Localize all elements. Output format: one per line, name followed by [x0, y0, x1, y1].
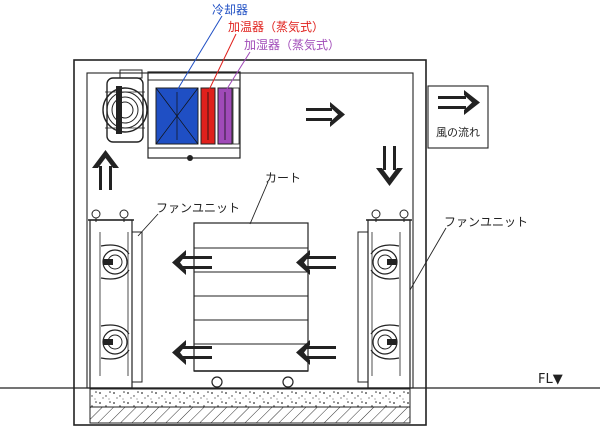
foundation-gravel: [89, 388, 411, 408]
legend-arrow: [438, 90, 480, 115]
cooler-leader: [175, 15, 223, 93]
floor-level-label: FL▼: [538, 372, 563, 387]
cooler-label: 冷却器: [212, 3, 248, 17]
humidifier-label: 加湿器（蒸気式）: [244, 37, 340, 52]
airflow-arrow-down: [376, 146, 403, 186]
fan-unit-right-leader: [409, 227, 447, 291]
fan-unit-left-leader: [137, 213, 159, 237]
foundation-hatch: [89, 406, 411, 424]
supply-fan: [102, 77, 148, 143]
coil-housing: [147, 71, 241, 159]
airflow-arrow-right: [306, 102, 345, 127]
cooler-coil: [155, 87, 199, 161]
fan-unit-right-label: ファンユニット: [444, 215, 528, 229]
room-inner-wall: [86, 72, 414, 389]
heater-label: 加温器（蒸気式）: [228, 19, 324, 34]
cart-label: カート: [265, 171, 301, 185]
cart-leader: [249, 181, 269, 225]
fan-unit-left: [88, 209, 143, 389]
humidifier-leader: [224, 51, 251, 93]
legend-box: [427, 85, 489, 149]
fan-unit-left-label: ファンユニット: [156, 201, 240, 215]
cart: [193, 222, 309, 388]
humidifier-unit: [217, 87, 240, 145]
cart-flow-arrow-bottom-left: [172, 340, 212, 365]
cart-flow-arrow-top-left: [172, 250, 212, 275]
cart-flow-arrow-bottom-right: [296, 340, 336, 365]
airflow-arrow-up: [92, 150, 119, 190]
legend-airflow-label: 風の流れ: [436, 125, 480, 139]
heater-coil: [200, 87, 216, 145]
cart-flow-arrow-top-right: [296, 250, 336, 275]
heater-leader: [207, 33, 237, 93]
room-outer-wall: [73, 59, 427, 426]
fan-unit-right: [357, 209, 412, 389]
